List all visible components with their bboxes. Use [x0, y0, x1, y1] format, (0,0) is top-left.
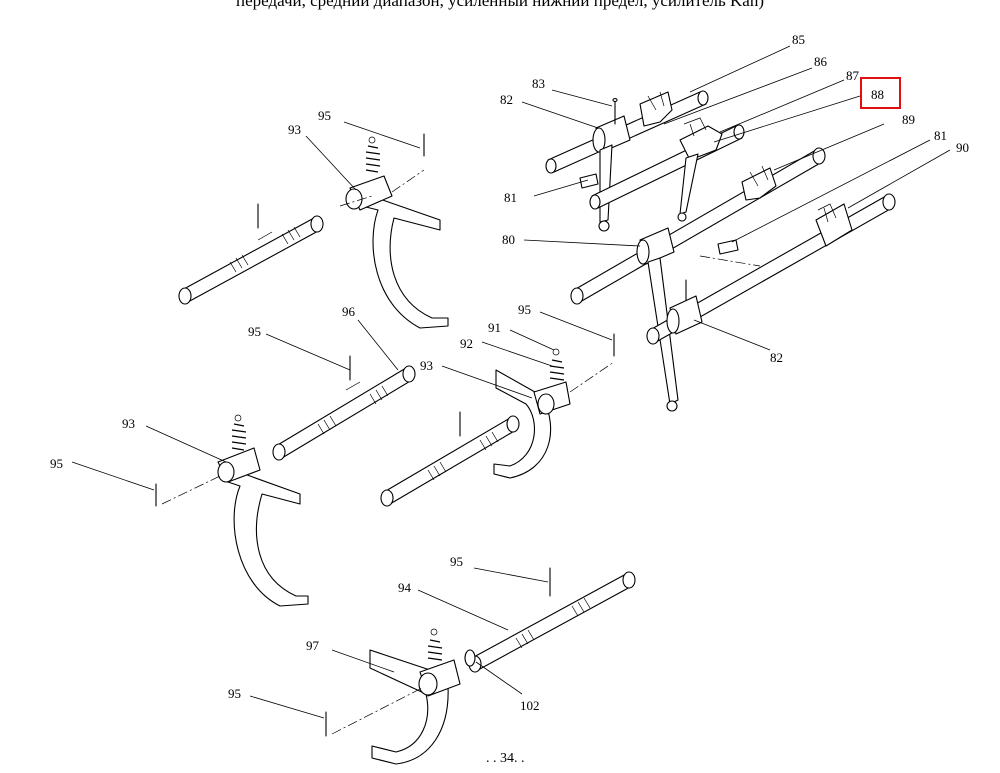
part-labels: 85 86 87 83 82 88 89 81 90 81 80 82 95 9…	[50, 32, 969, 713]
label-81-left: 81	[504, 190, 517, 205]
fork-assembly-bottom	[325, 567, 636, 765]
label-95-top: 95	[318, 108, 331, 123]
label-95-left: 95	[50, 456, 63, 471]
label-87: 87	[846, 68, 860, 83]
label-94: 94	[398, 580, 412, 595]
label-96: 96	[342, 304, 356, 319]
leader-lines	[71, 45, 951, 719]
label-97: 97	[306, 638, 320, 653]
page-header: передачи, средний диапазон, усиленный ни…	[236, 0, 764, 10]
label-88: 88	[871, 87, 884, 102]
fork-assembly-top-left	[178, 133, 449, 329]
label-92: 92	[460, 336, 473, 351]
label-93-left: 93	[122, 416, 135, 431]
label-95-mid-right: 95	[518, 302, 531, 317]
label-82-top: 82	[500, 92, 513, 107]
label-102: 102	[520, 698, 540, 713]
label-83: 83	[532, 76, 545, 91]
label-90: 90	[956, 140, 969, 155]
label-86: 86	[814, 54, 828, 69]
label-81-right: 81	[934, 128, 947, 143]
label-85: 85	[792, 32, 805, 47]
fork-assembly-center	[380, 333, 615, 507]
label-93-center: 93	[420, 358, 433, 373]
label-80: 80	[502, 232, 515, 247]
highlight-box-88	[860, 77, 901, 109]
label-89: 89	[902, 112, 915, 127]
label-95-bottom-top: 95	[450, 554, 463, 569]
label-95-bottom: 95	[228, 686, 241, 701]
label-95-mid-left: 95	[248, 324, 261, 339]
label-91: 91	[488, 320, 501, 335]
label-82-lower: 82	[770, 350, 783, 365]
upper-shaft-assembly	[545, 90, 896, 412]
label-93-top: 93	[288, 122, 301, 137]
fork-assembly-middle-left	[155, 355, 416, 607]
page-number: . . 34. .	[486, 751, 525, 766]
